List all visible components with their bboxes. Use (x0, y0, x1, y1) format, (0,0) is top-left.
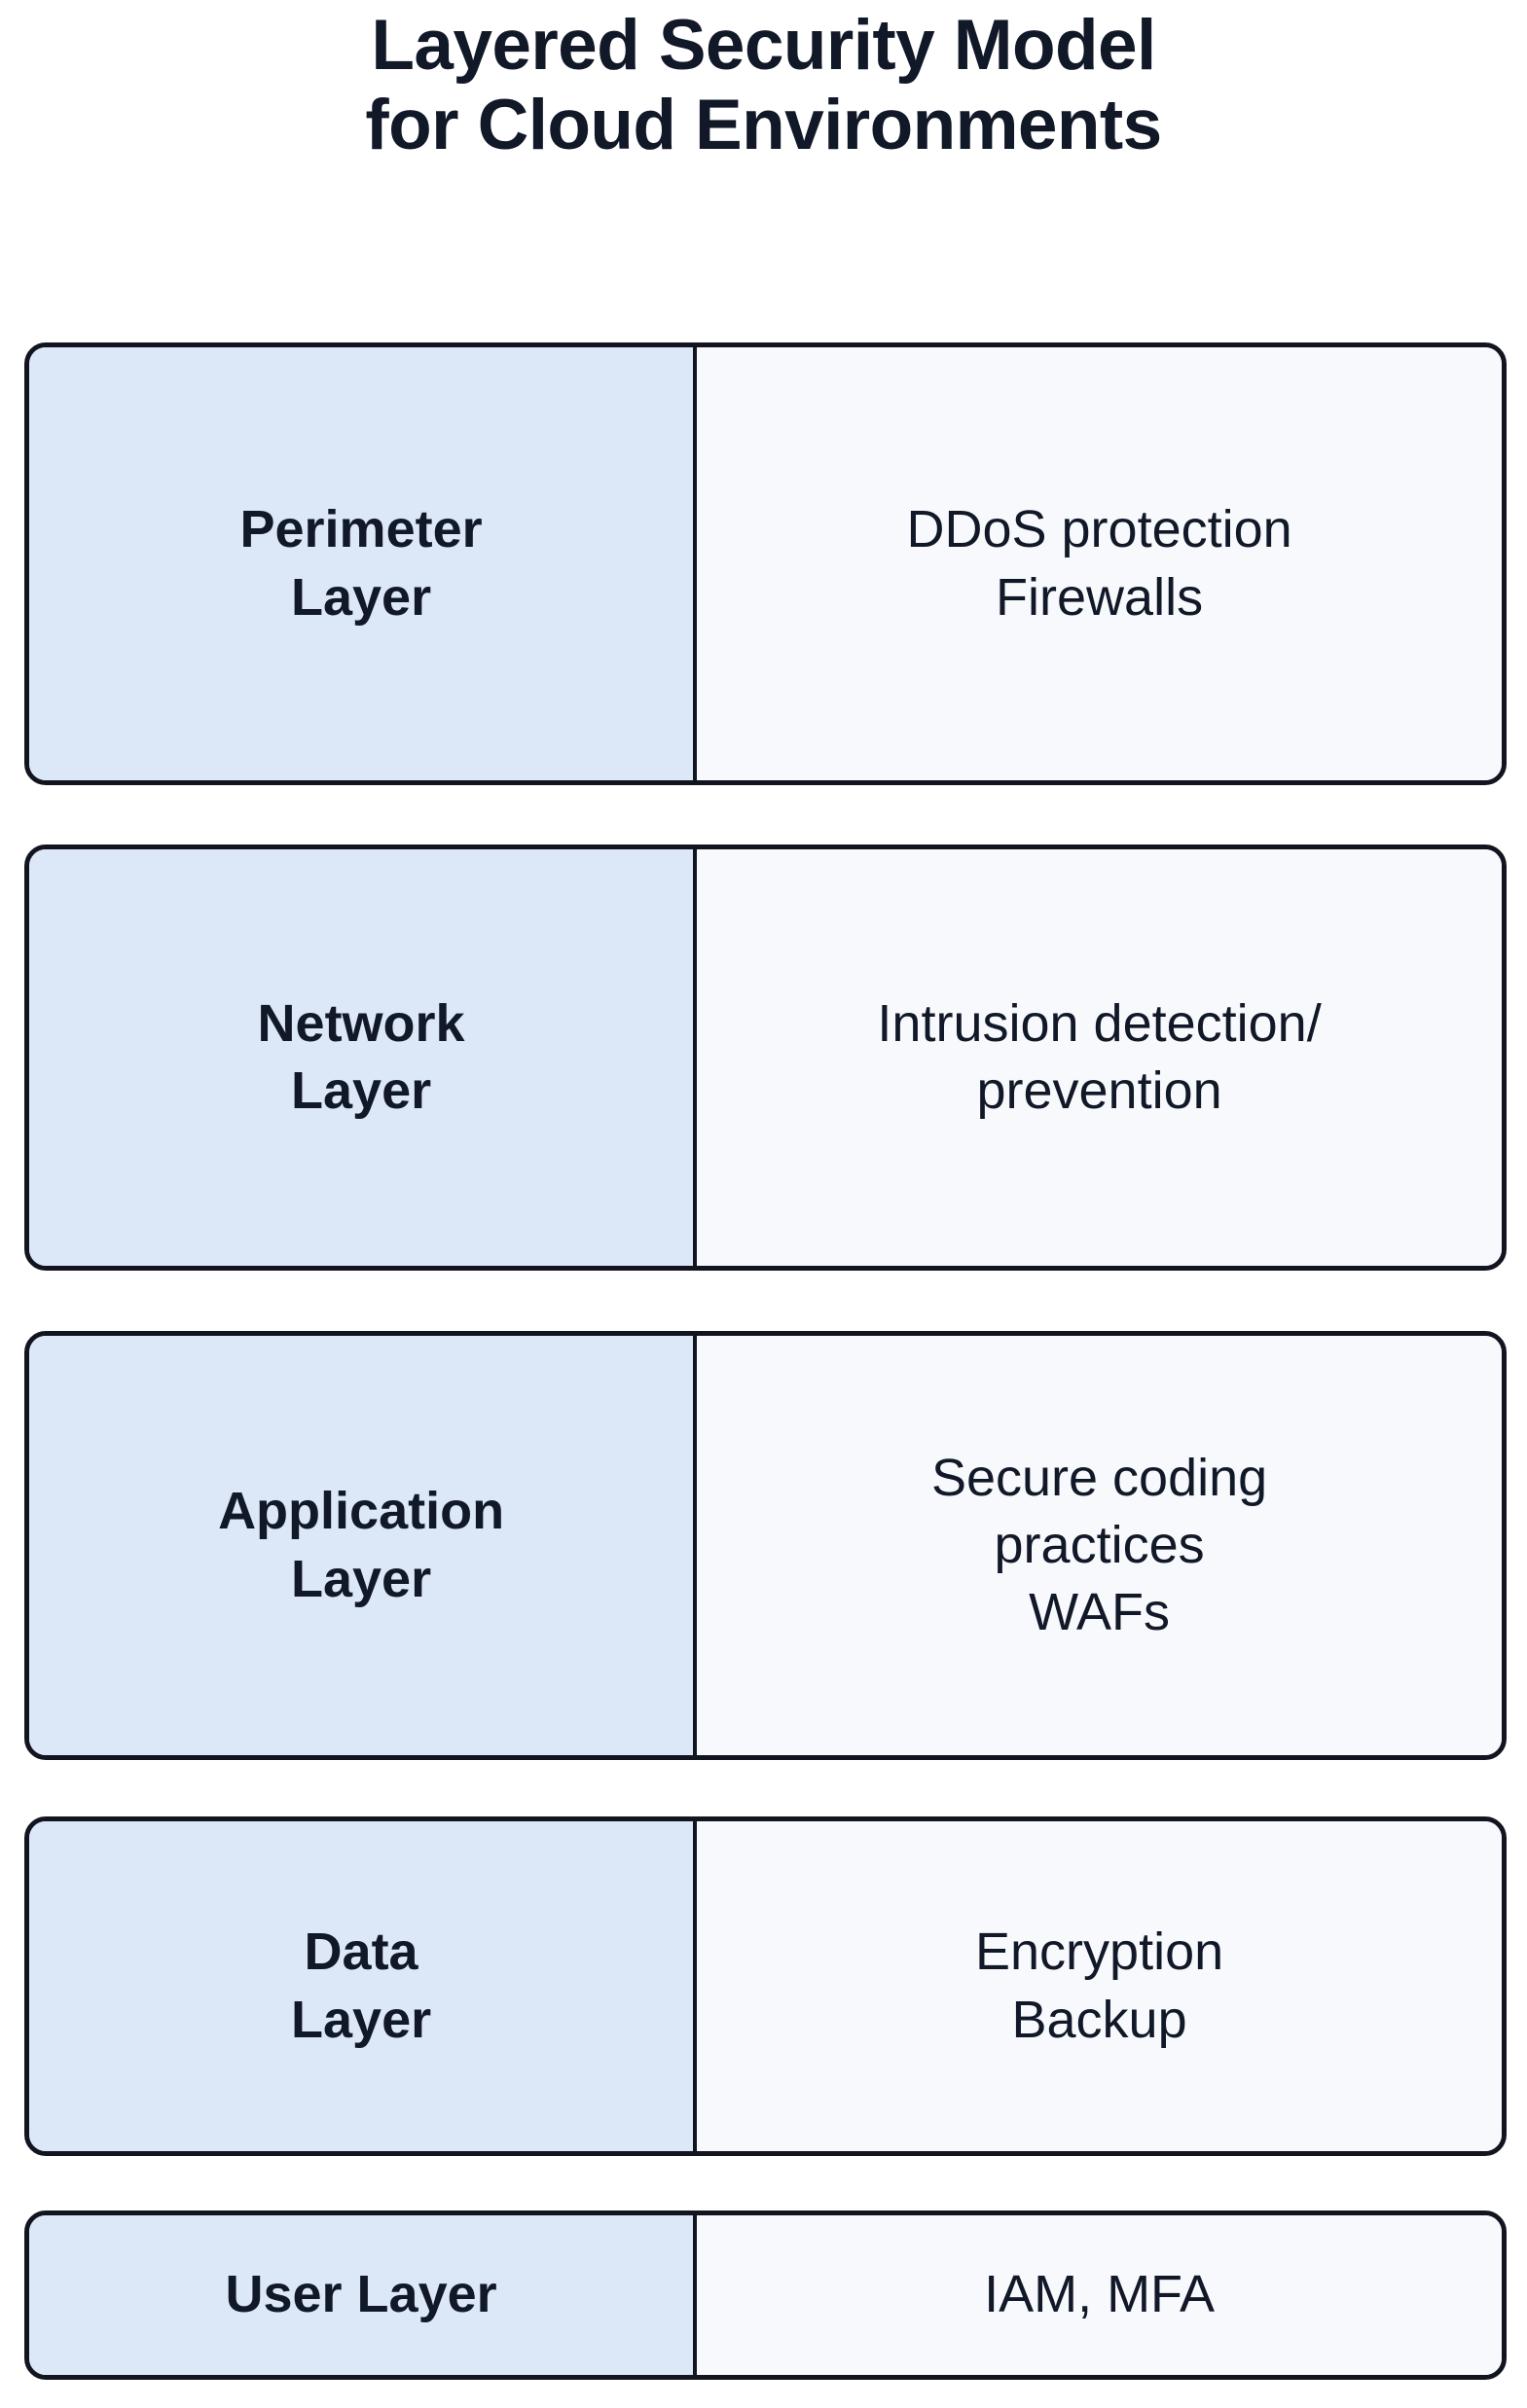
layer-name-label: User Layer (225, 2265, 497, 2324)
layer-row-perimeter: Perimeter Layer DDoS protection Firewall… (24, 342, 1507, 785)
layer-name-cell-perimeter: Perimeter Layer (29, 347, 698, 780)
layer-controls-cell-data: Encryption Backup (697, 1821, 1502, 2151)
layer-row-data: Data Layer Encryption Backup (24, 1816, 1507, 2156)
layer-name-cell-data: Data Layer (29, 1821, 698, 2151)
layer-controls-cell-application: Secure coding practices WAFs (697, 1336, 1502, 1755)
layer-controls-label: DDoS protection Firewalls (906, 500, 1292, 627)
layer-row-network: Network Layer Intrusion detection/ preve… (24, 845, 1507, 1271)
layer-name-label: Data Layer (291, 1923, 432, 2049)
layer-controls-label: Secure coding practices WAFs (930, 1448, 1268, 1642)
layer-row-application: Application Layer Secure coding practice… (24, 1331, 1507, 1760)
layer-controls-cell-network: Intrusion detection/ prevention (697, 849, 1502, 1266)
layer-controls-label: Intrusion detection/ prevention (877, 993, 1322, 1120)
layer-name-label: Application Layer (218, 1482, 505, 1608)
page-title-line-2: for Cloud Environments (365, 85, 1162, 164)
layer-name-cell-user: User Layer (29, 2215, 698, 2375)
layer-controls-cell-perimeter: DDoS protection Firewalls (697, 347, 1502, 780)
layer-name-label: Perimeter Layer (239, 500, 483, 627)
layer-name-cell-network: Network Layer (29, 849, 698, 1266)
layer-name-cell-application: Application Layer (29, 1336, 698, 1755)
layer-controls-cell-user: IAM, MFA (697, 2215, 1502, 2375)
page-title: Layered Security Model for Cloud Environ… (0, 6, 1527, 165)
layer-row-user: User Layer IAM, MFA (24, 2210, 1507, 2380)
layer-controls-label: Encryption Backup (975, 1923, 1224, 2049)
layer-controls-label: IAM, MFA (984, 2265, 1216, 2324)
page-title-line-1: Layered Security Model (371, 6, 1156, 85)
layer-name-label: Network Layer (257, 993, 465, 1120)
